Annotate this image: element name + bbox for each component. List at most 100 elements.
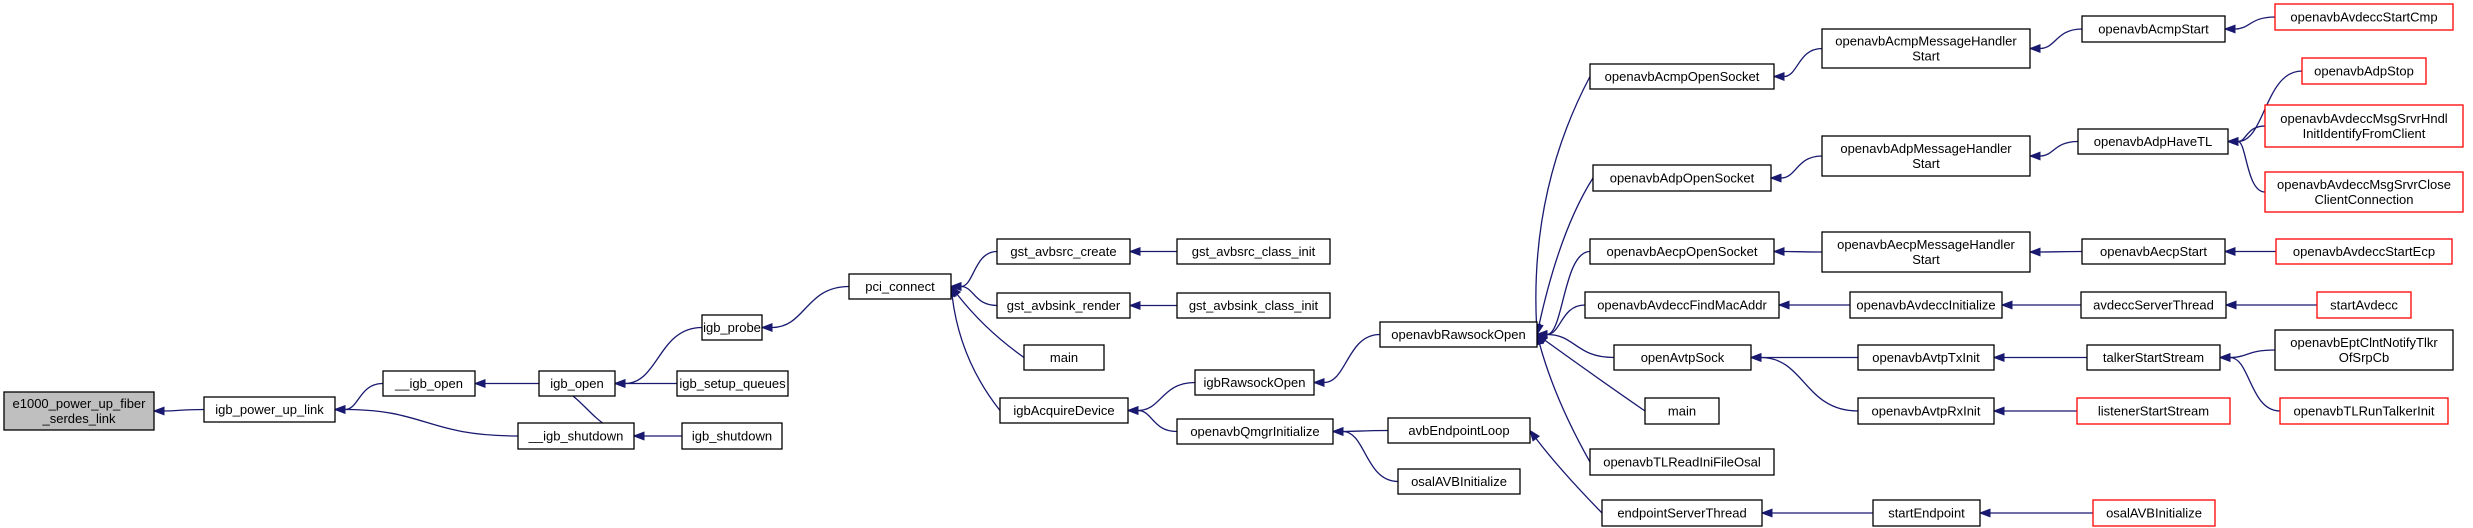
node-label: openAvtpSock: [1641, 350, 1725, 365]
node-osalavbinitialize1[interactable]: osalAVBInitialize: [1397, 468, 1521, 495]
node-box: [1584, 291, 1780, 319]
node-openavbavdeccinitialize[interactable]: openavbAvdeccInitialize: [1849, 291, 2003, 319]
node-main2[interactable]: main: [1644, 397, 1720, 425]
node-box: [2264, 171, 2464, 213]
node-igb-shutdown[interactable]: igb_shutdown: [681, 422, 783, 450]
node-avdeccserverthread[interactable]: avdeccServerThread: [2080, 291, 2227, 319]
node-box: [1589, 63, 1775, 90]
node-box: [2279, 397, 2449, 425]
arrowhead: [2028, 43, 2041, 54]
node-label: openavbAcmpOpenSocket: [1605, 69, 1760, 84]
node-osalavbinitialize2[interactable]: osalAVBInitialize: [2092, 499, 2216, 527]
node-box: [1849, 291, 2003, 319]
node-label: igb_setup_queues: [679, 376, 786, 391]
node-openavbadphavetl[interactable]: openavbAdpHaveTL: [2077, 128, 2229, 155]
node-openavbacmpstart[interactable]: openavbAcmpStart: [2081, 15, 2226, 43]
node-box: [538, 370, 616, 397]
node-openavbavdeccmsgsrvrhndlinitidentifyfromclient[interactable]: openavbAvdeccMsgSrvrHndlInitIdentifyFrom…: [2264, 104, 2464, 148]
arrowhead: [1992, 352, 2005, 363]
node-gst-avbsink-class-init[interactable]: gst_avbsink_class_init: [1176, 292, 1331, 319]
node-igbacquiredevice[interactable]: igbAcquireDevice: [999, 397, 1129, 424]
node-box: [2086, 344, 2221, 371]
node-label: igb_shutdown: [692, 429, 772, 444]
arrowhead: [949, 281, 962, 292]
node-openavbrawsockopen[interactable]: openavbRawsockOpen: [1379, 321, 1538, 348]
node-box: [2275, 238, 2453, 265]
edge-openavbtlruntalkerinit-to-talkerstartstream: [2218, 352, 2281, 412]
node-box: [1194, 369, 1315, 396]
node-openavbadpopensocket[interactable]: openavbAdpOpenSocket: [1592, 164, 1772, 192]
node-openavbtlruntalkerinit[interactable]: openavbTLRunTalkerInit: [2279, 397, 2449, 425]
node-igb-open[interactable]: igb_open: [538, 370, 616, 397]
node-box: [2264, 104, 2464, 148]
node-openavbaecpstart[interactable]: openavbAecpStart: [2081, 238, 2226, 265]
node-box: [1613, 344, 1752, 371]
arrowhead: [1128, 300, 1141, 311]
node-label: Start: [1912, 252, 1940, 267]
node-openavbavdeccmsgsrvrcloseclientconnection[interactable]: openavbAvdeccMsgSrvrCloseClientConnectio…: [2264, 171, 2464, 213]
node-igbrawsockopen[interactable]: igbRawsockOpen: [1194, 369, 1315, 396]
node-label: openavbAdpStop: [2314, 64, 2414, 79]
node-gst-avbsink-render[interactable]: gst_avbsink_render: [996, 292, 1131, 319]
node-box: [1589, 238, 1775, 265]
edge-startendpoint-to-endpointserverthread: [1760, 508, 1873, 518]
node-label: avdeccServerThread: [2093, 298, 2214, 313]
node-box: [2080, 291, 2227, 319]
node-main1[interactable]: main: [1023, 344, 1105, 371]
node-gst-avbsrc-create[interactable]: gst_avbsrc_create: [996, 238, 1131, 265]
arrowhead: [632, 431, 645, 441]
node-openavbtlreadinifileosal[interactable]: openavbTLReadIniFileOsal: [1589, 448, 1775, 476]
node-igb-probe[interactable]: igb_probe: [701, 314, 763, 341]
node-openavbaecpopensocket[interactable]: openavbAecpOpenSocket: [1589, 238, 1775, 265]
node-box: [517, 422, 635, 450]
node-listenerstartstream[interactable]: listenerStartStream: [2076, 397, 2231, 425]
node-openavtpsock[interactable]: openAvtpSock: [1613, 344, 1752, 371]
arrowhead: [2218, 352, 2231, 363]
node-talkerstartstream[interactable]: talkerStartStream: [2086, 344, 2221, 371]
node-igb-setup-queues[interactable]: igb_setup_queues: [676, 370, 789, 397]
node-openavbavtptxinit[interactable]: openavbAvtpTxInit: [1857, 344, 1995, 371]
arrowhead: [1992, 406, 2005, 416]
edges-layer: [152, 16, 2317, 518]
node-openavbacmpopensocket[interactable]: openavbAcmpOpenSocket: [1589, 63, 1775, 90]
edge-igb_open-to-__igb_open: [473, 378, 540, 389]
node-gst-avbsrc-class-init[interactable]: gst_avbsrc_class_init: [1176, 238, 1331, 265]
edge-igb_setup_queues-to-igb_open: [613, 378, 678, 389]
arrowhead: [2223, 24, 2236, 34]
node-openavbavtprxinit[interactable]: openavbAvtpRxInit: [1857, 397, 1995, 425]
node---igb-open[interactable]: __igb_open: [382, 370, 476, 397]
node-startavdecc[interactable]: startAvdecc: [2316, 291, 2412, 319]
node-root[interactable]: e1000_power_up_fiber_serdes_link: [3, 391, 155, 431]
node-box: [203, 396, 336, 423]
arrowhead: [1312, 377, 1325, 388]
node-label: Start: [1912, 49, 1940, 64]
node-label: _serdes_link: [42, 411, 116, 426]
node-box: [2076, 397, 2231, 425]
node---igb-shutdown[interactable]: __igb_shutdown: [517, 422, 635, 450]
nodes-layer: e1000_power_up_fiber_serdes_link igb_powe…: [3, 3, 2464, 527]
node-openavbavdeccstartecp[interactable]: openavbAvdeccStartEcp: [2275, 238, 2453, 265]
node-startendpoint[interactable]: startEndpoint: [1872, 499, 1981, 527]
node-openavbavdeccfindmacaddr[interactable]: openavbAvdeccFindMacAddr: [1584, 291, 1780, 319]
node-openavbqmgrinitialize[interactable]: openavbQmgrInitialize: [1176, 418, 1334, 445]
node-label: __igb_open: [394, 376, 463, 391]
edge-endpointserverthread-to-avbendpointloop: [1529, 429, 1603, 514]
node-openavbavdeccstartcmp[interactable]: openavbAvdeccStartCmp: [2274, 3, 2454, 31]
node-igb-power-up-link[interactable]: igb_power_up_link: [203, 396, 336, 423]
node-box: [1592, 164, 1772, 192]
arrowhead: [2223, 246, 2236, 257]
node-pci-connect[interactable]: pci_connect: [848, 273, 952, 300]
edge-pci_connect-to-igb_probe: [760, 285, 850, 333]
node-endpointserverthread[interactable]: endpointServerThread: [1601, 499, 1763, 527]
node-label: endpointServerThread: [1617, 506, 1746, 521]
node-avbendpointloop[interactable]: avbEndpointLoop: [1387, 417, 1531, 444]
node-box: [1821, 231, 2031, 273]
node-box: [3, 391, 155, 431]
node-openavbadpstop[interactable]: openavbAdpStop: [2301, 57, 2427, 85]
edge-avdeccserverthread-to-openavbavdeccinitialize: [2000, 300, 2081, 310]
edge-openavbadphavetl-to-openavbadpmessagehandlerstart: [2028, 140, 2079, 161]
